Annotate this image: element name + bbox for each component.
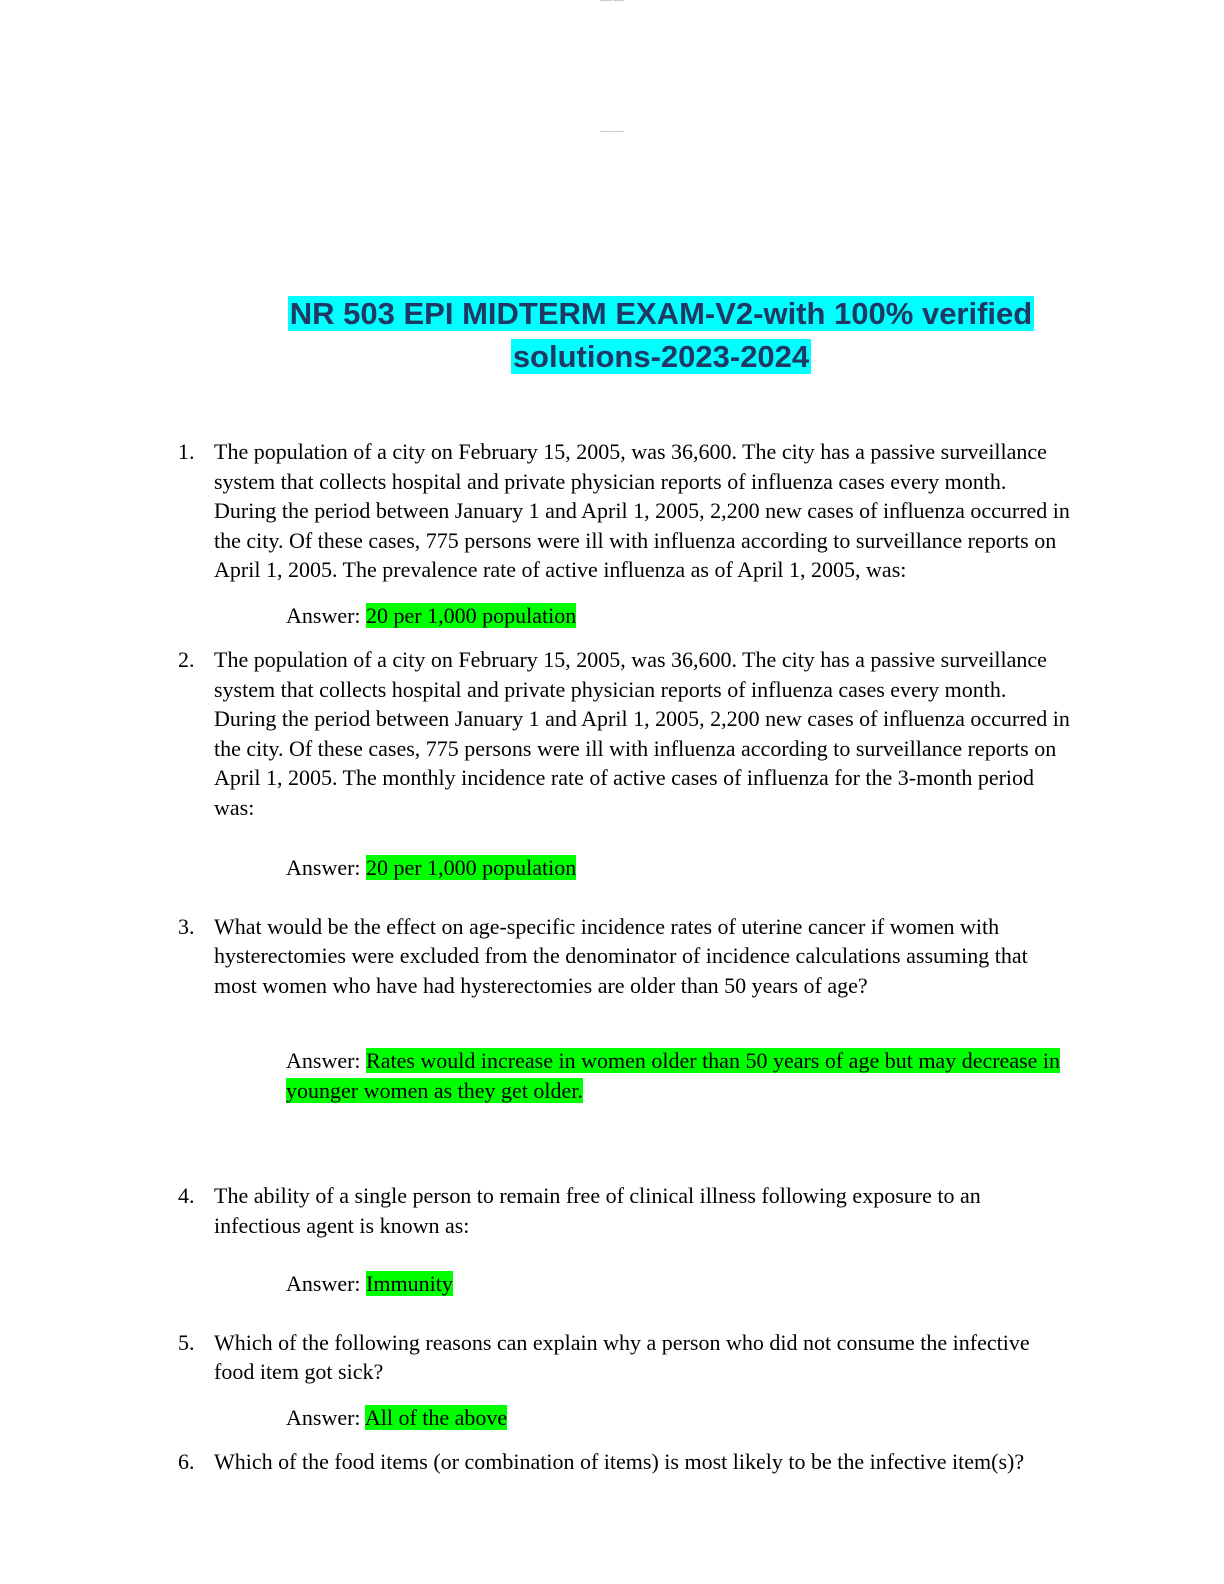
- scan-watermark-top: Scanned with CamScanner: [599, 0, 625, 2]
- question-number: 3.: [178, 913, 195, 939]
- question-item-1: 1. The population of a city on February …: [172, 437, 1072, 630]
- answer-line: Answer: Immunity: [214, 1269, 1072, 1299]
- question-number: 4.: [178, 1183, 195, 1208]
- answer-label: Answer:: [286, 602, 361, 628]
- question-number: 2.: [178, 647, 195, 672]
- question-item-3: 3. What would be the effect on age-speci…: [172, 912, 1072, 1106]
- question-item-2: 2. The population of a city on February …: [172, 645, 1072, 883]
- question-number: 6.: [178, 1449, 195, 1474]
- question-text: Which of the food items (or combination …: [214, 1449, 1025, 1474]
- answer-label: Answer:: [286, 1271, 361, 1296]
- title-line-1: NR 503 EPI MIDTERM EXAM-V2-with 100% ver…: [287, 296, 1035, 331]
- question-number: 5.: [178, 1329, 195, 1355]
- answer-line: Answer: 20 per 1,000 population: [214, 853, 1072, 883]
- question-item-5: 5. Which of the following reasons can ex…: [172, 1328, 1072, 1433]
- question-text: The ability of a single person to remain…: [214, 1183, 981, 1238]
- question-text: Which of the following reasons can expla…: [214, 1329, 1030, 1385]
- answer-line: Answer: 20 per 1,000 population: [214, 601, 1072, 631]
- question-item-4: 4. The ability of a single person to rem…: [172, 1181, 1072, 1299]
- answer-label: Answer:: [286, 1048, 361, 1073]
- question-number: 1.: [178, 439, 195, 464]
- answer-text: 20 per 1,000 population: [366, 602, 577, 628]
- answer-text: All of the above: [364, 1404, 508, 1430]
- answer-label: Answer:: [286, 1404, 361, 1430]
- title-line-2: solutions-2023-2024: [510, 339, 812, 374]
- answer-text: Rates would increase in women older than…: [286, 1048, 1061, 1103]
- question-list: 1. The population of a city on February …: [172, 437, 1072, 1477]
- answer-label: Answer:: [286, 855, 361, 880]
- answer-text: 20 per 1,000 population: [366, 855, 577, 880]
- question-text: The population of a city on February 15,…: [214, 647, 1070, 820]
- scan-watermark-header: Scanned with CamScanner: [599, 131, 625, 133]
- question-text: What would be the effect on age-specific…: [214, 913, 1028, 998]
- question-item-6: 6. Which of the food items (or combinati…: [172, 1447, 1072, 1477]
- question-text: The population of a city on February 15,…: [214, 439, 1070, 582]
- document-title: NR 503 EPI MIDTERM EXAM-V2-with 100% ver…: [180, 292, 1142, 378]
- answer-text: Immunity: [366, 1271, 453, 1296]
- answer-line: Answer: Rates would increase in women ol…: [214, 1046, 1072, 1105]
- answer-line: Answer: All of the above: [214, 1403, 1072, 1433]
